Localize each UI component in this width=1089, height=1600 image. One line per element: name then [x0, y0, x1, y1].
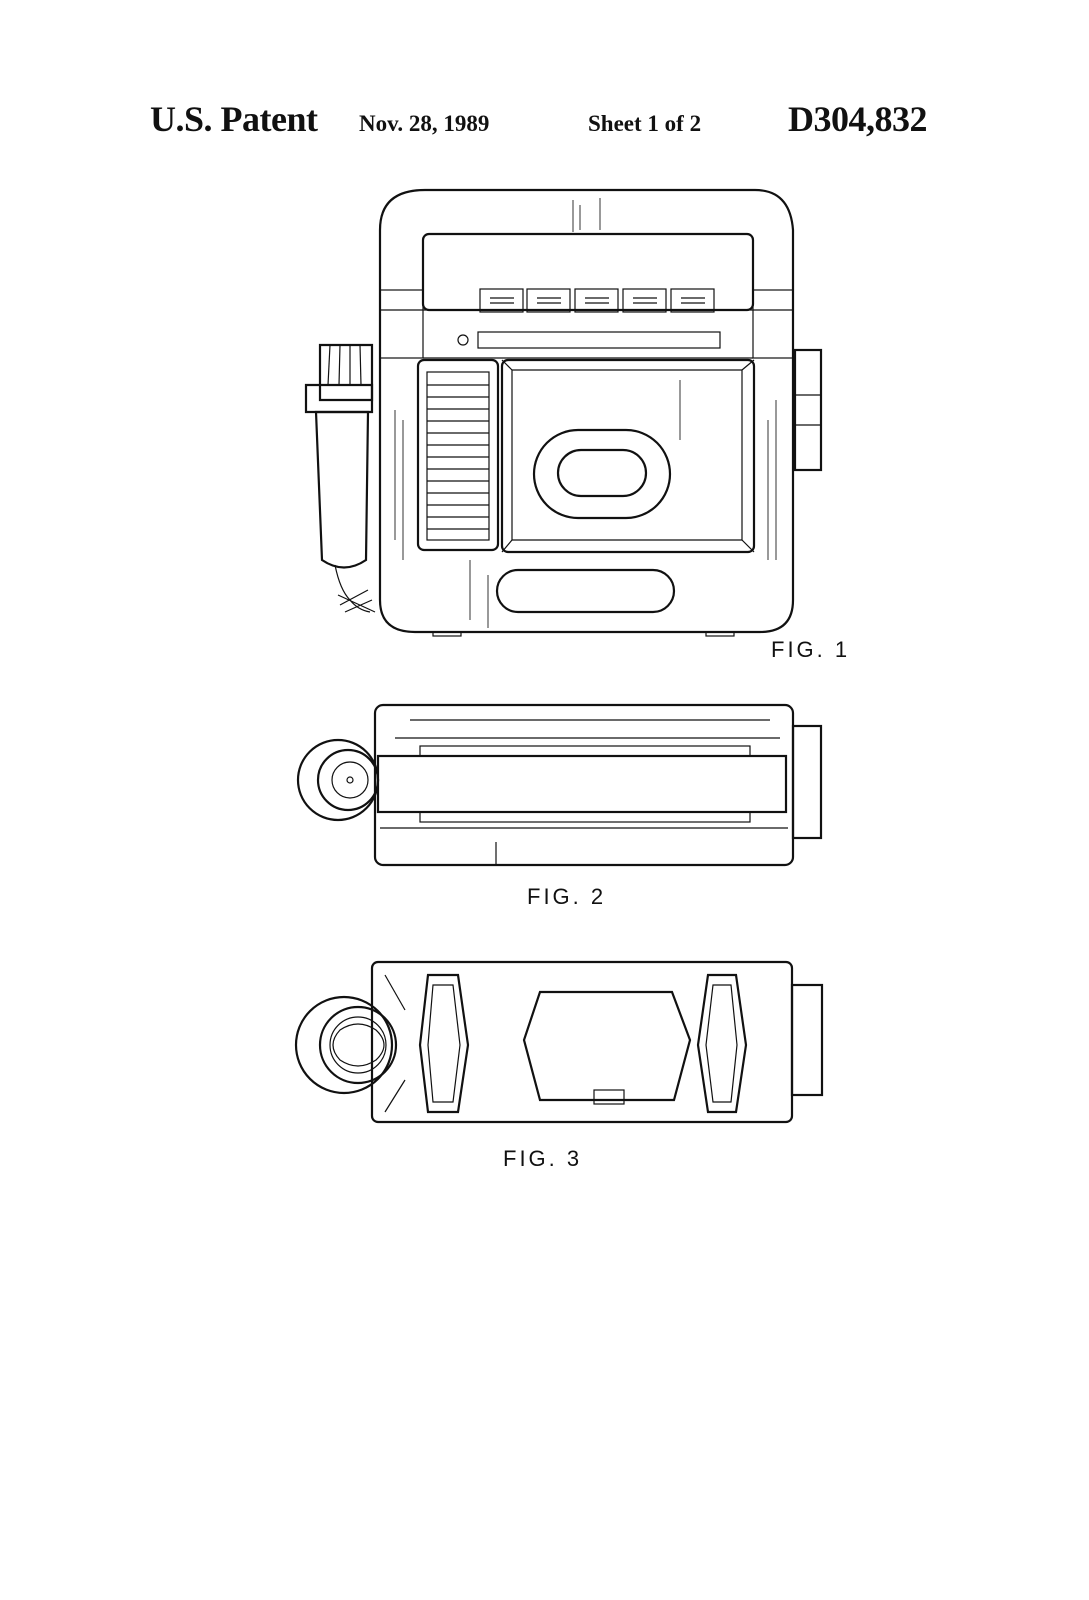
patent-title: U.S. Patent: [150, 99, 318, 139]
fig2-top-view-drawing: [296, 703, 823, 867]
fig2-label: FIG. 2: [527, 884, 607, 909]
fig3-bottom-view-drawing: [294, 960, 824, 1124]
fig1-label: FIG. 1: [771, 637, 851, 662]
sheet-number: Sheet 1 of 2: [588, 111, 702, 136]
fig1-front-view-drawing: [304, 188, 823, 637]
patent-number: D304,832: [788, 99, 928, 139]
fig3-label: FIG. 3: [503, 1146, 583, 1171]
patent-date: Nov. 28, 1989: [359, 111, 490, 136]
